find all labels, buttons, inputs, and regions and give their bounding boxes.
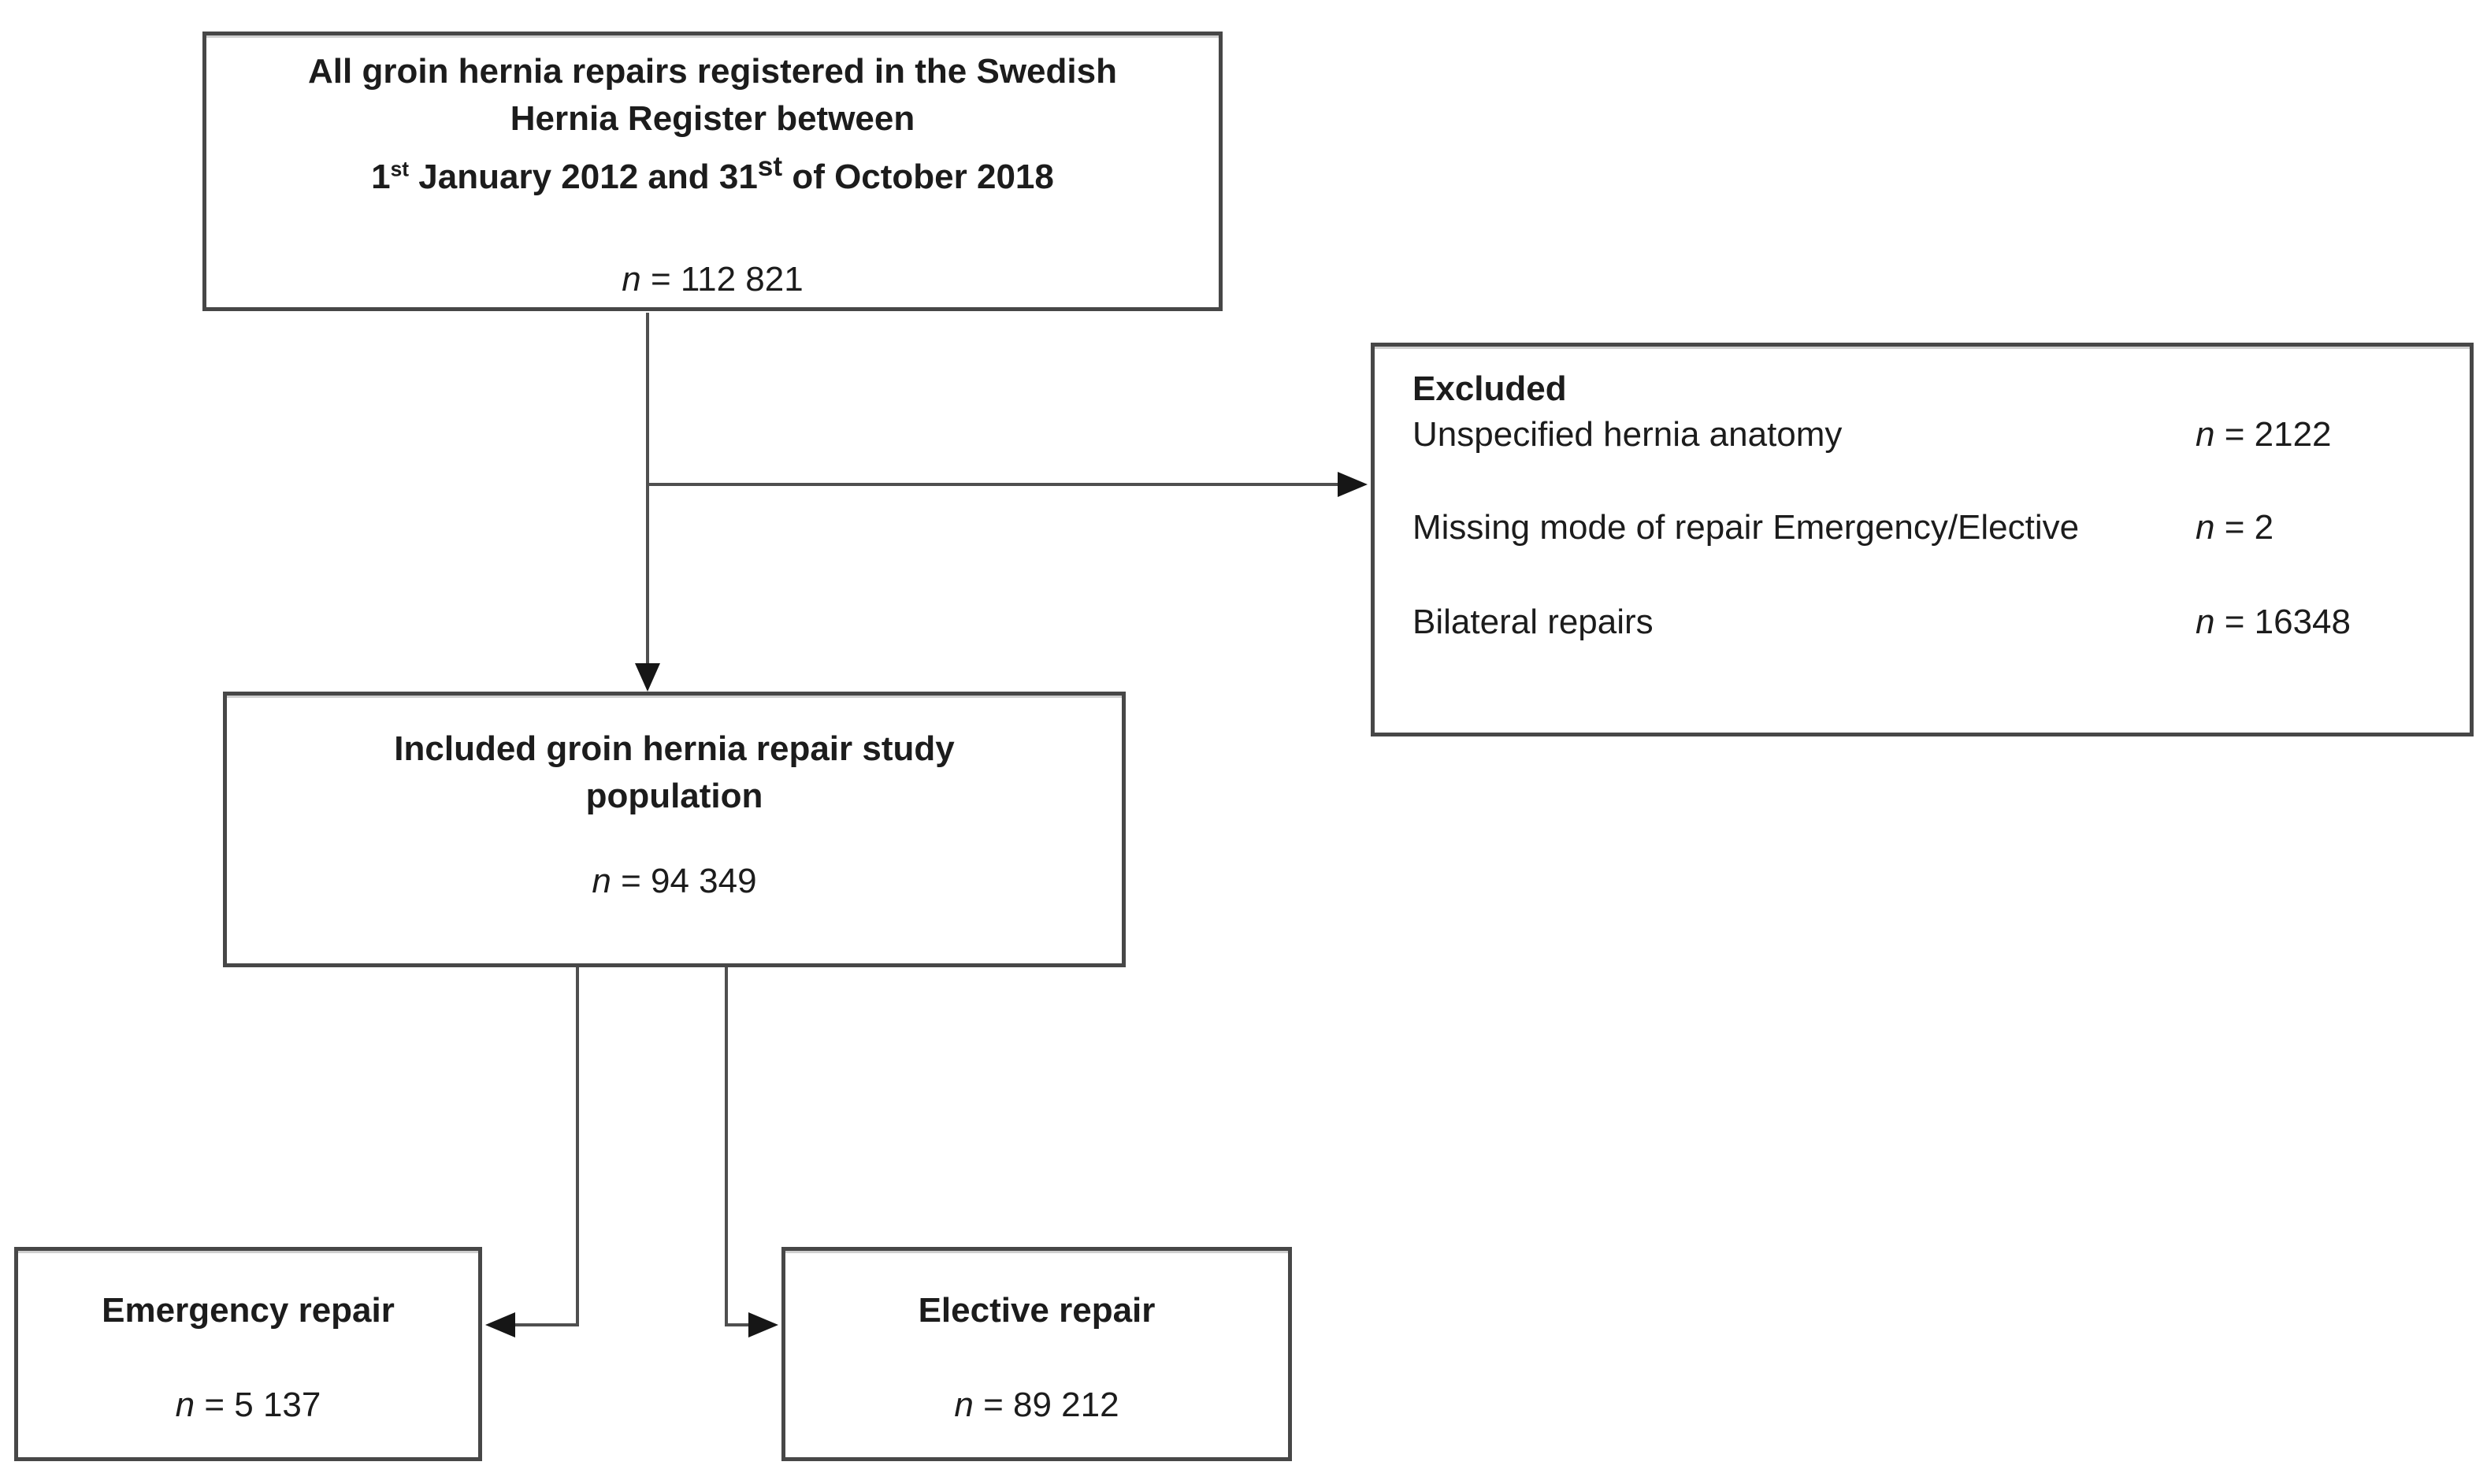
included-title-line1: Included groin hernia repair study xyxy=(394,729,955,768)
emergency-n-count: n = 5 137 xyxy=(175,1386,321,1424)
excluded-row-n-count: n = 16348 xyxy=(2196,603,2351,641)
excluded-row-missing-mode: Missing mode of repair Emergency/Electiv… xyxy=(1412,506,2432,550)
excluded-row-bilateral-repairs: Bilateral repairs n = 16348 xyxy=(1412,600,2432,644)
excluded-row-label: Missing mode of repair Emergency/Electiv… xyxy=(1412,508,2080,547)
included-population-box: Included groin hernia repair study popul… xyxy=(223,692,1126,967)
source-n-count: n = 112 821 xyxy=(622,260,804,299)
excluded-row-unspecified-anatomy: Unspecified hernia anatomy n = 2122 xyxy=(1412,413,2432,457)
source-title-line1: All groin hernia repairs registered in t… xyxy=(308,52,1117,91)
included-title-line2: population xyxy=(585,777,763,815)
arrow-included-to-emergency xyxy=(514,967,579,1326)
included-n-count: n = 94 349 xyxy=(592,862,757,900)
excluded-row-label: Bilateral repairs xyxy=(1412,603,1654,641)
emergency-repair-box: Emergency repair n = 5 137 xyxy=(14,1247,482,1461)
excluded-box: Excluded Unspecified hernia anatomy n = … xyxy=(1371,343,2474,736)
excluded-title: Excluded xyxy=(1412,369,1567,408)
excluded-row-n-count: n = 2 xyxy=(2196,508,2274,547)
excluded-row-label: Unspecified hernia anatomy xyxy=(1412,415,1843,454)
emergency-title: Emergency repair xyxy=(102,1291,395,1330)
source-population-box: All groin hernia repairs registered in t… xyxy=(202,32,1223,311)
arrowhead-right-icon xyxy=(1338,472,1368,497)
excluded-row-n-count: n = 2122 xyxy=(2196,415,2332,454)
elective-title: Elective repair xyxy=(918,1291,1156,1330)
elective-n-count: n = 89 212 xyxy=(954,1386,1119,1424)
source-date-line: 1st January 2012 and 31st of October 201… xyxy=(371,151,1054,196)
arrowhead-left-icon xyxy=(485,1312,515,1337)
arrowhead-down-icon xyxy=(635,663,660,692)
arrowhead-right2-icon xyxy=(748,1312,778,1337)
source-title-line2: Hernia Register between xyxy=(510,99,915,138)
arrow-included-to-elective xyxy=(725,967,750,1326)
elective-repair-box: Elective repair n = 89 212 xyxy=(781,1247,1292,1461)
